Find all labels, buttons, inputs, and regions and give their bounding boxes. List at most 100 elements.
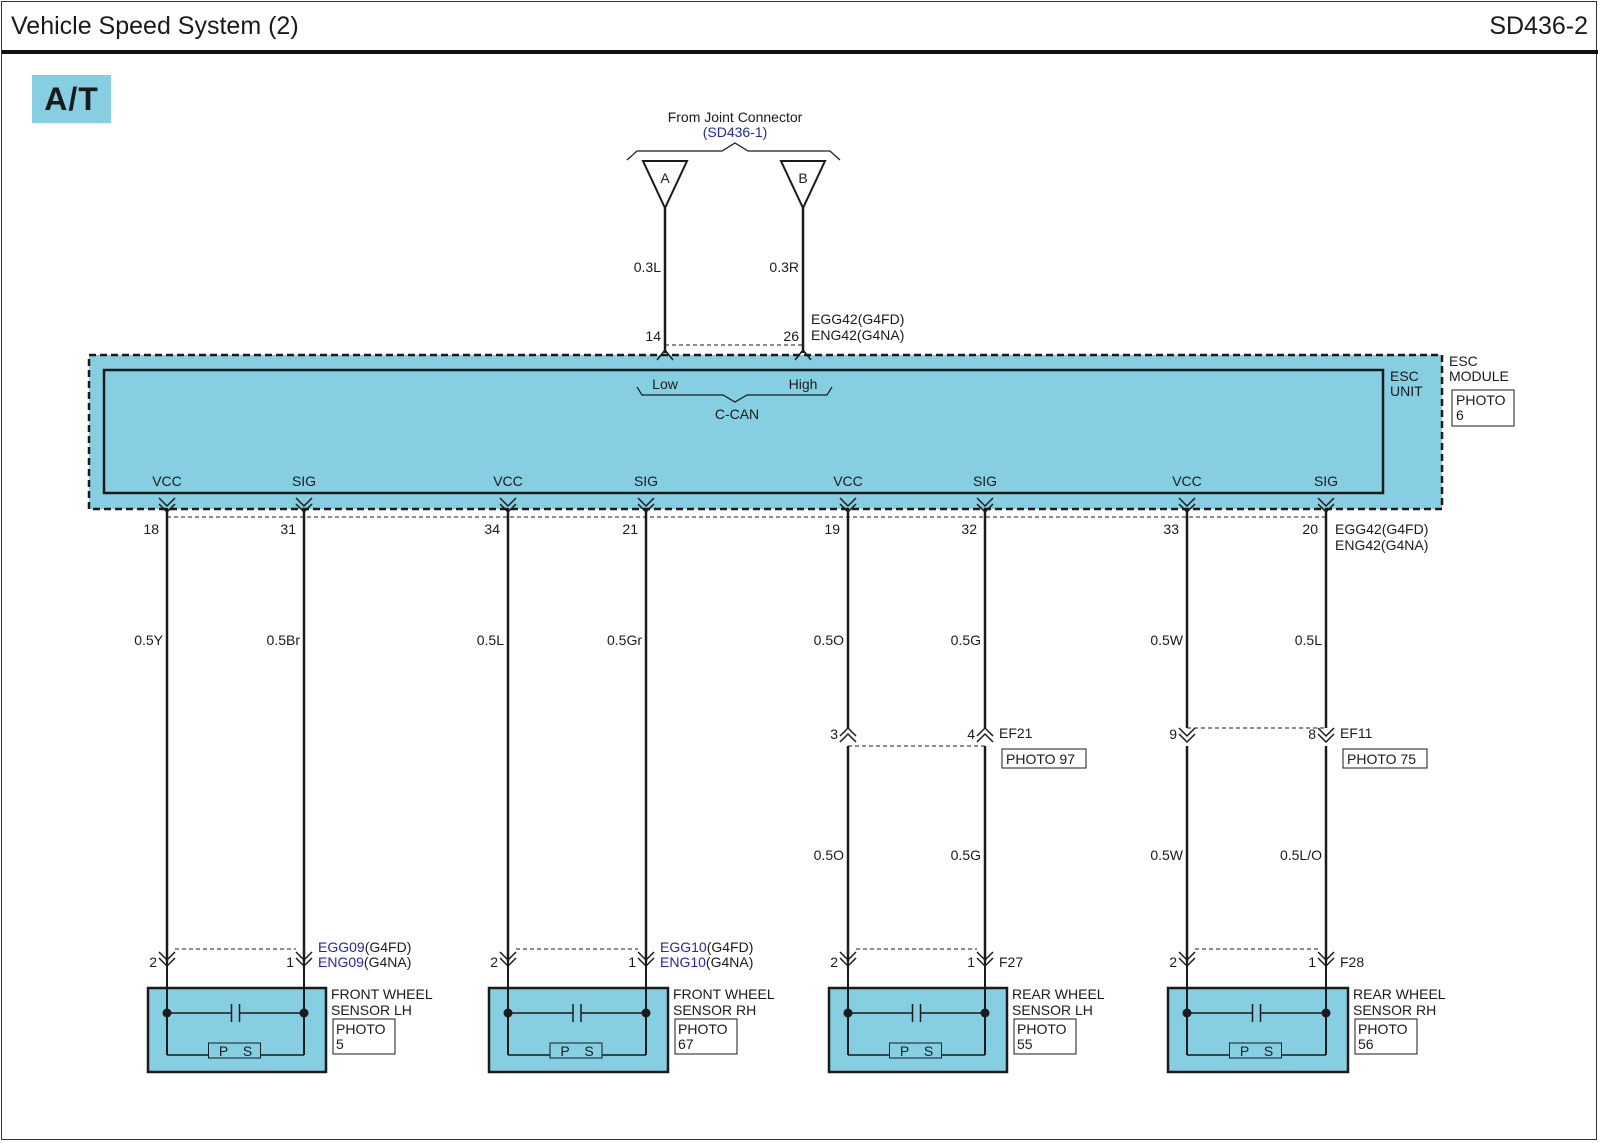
- esc-photo-box[interactable]: [1451, 389, 1515, 427]
- wire-color-label-2: 0.5L: [477, 632, 504, 648]
- inline-connector-arrow-6: [1178, 727, 1196, 744]
- sensor-connector-code1-0[interactable]: EGG09(G4FD): [318, 939, 411, 955]
- sensor-node-left-0: [162, 1008, 172, 1018]
- sensor-photo-label-3: PHOTO: [1358, 1021, 1408, 1037]
- transmission-tag: A/T: [32, 75, 111, 123]
- bottom-connector-code1-link[interactable]: EGG42: [1335, 521, 1382, 537]
- sensor-photo-label-2: PHOTO: [1017, 1021, 1067, 1037]
- sensor-node-left-1: [503, 1008, 513, 1018]
- sensor-ps-box-1: [549, 1042, 603, 1059]
- page-header: Vehicle Speed System (2) SD436-2: [2, 2, 1598, 54]
- joint-connector-label: From Joint Connector: [668, 109, 803, 125]
- inline-connector-photo-box-1[interactable]: [1342, 748, 1428, 769]
- sensor-node-right-0: [299, 1008, 309, 1018]
- sensor-connector-code-3[interactable]: F28: [1340, 954, 1364, 970]
- top-connector-code2-link[interactable]: ENG42: [811, 327, 857, 343]
- sensor-node-left-2: [843, 1008, 853, 1018]
- port-pin-5: 32: [961, 521, 977, 537]
- port-pin-1: 31: [280, 521, 296, 537]
- top-connector-code1-link[interactable]: EGG42: [811, 311, 858, 327]
- sensor-ps-box-2: [889, 1042, 942, 1059]
- joint-connector-ref-link[interactable]: (SD436-1): [703, 124, 768, 140]
- c-can-label: C-CAN: [715, 406, 759, 422]
- sensor-name-line1-3: REAR WHEEL: [1353, 986, 1446, 1002]
- sensor-ps-box-0: [208, 1042, 261, 1059]
- port-pin-2: 34: [484, 521, 500, 537]
- wiring-branches: VCC180.5YSIG310.5BrVCC340.5LSIG210.5GrVC…: [134, 473, 1446, 1074]
- top-connector-code1[interactable]: EGG42(G4FD): [811, 311, 904, 327]
- sensor-pin-left-2: 2: [830, 954, 838, 970]
- esc-unit-label-2: UNIT: [1390, 383, 1423, 399]
- sensor-box-0[interactable]: [146, 986, 328, 1074]
- wire-color-label-upper-5: 0.5G: [951, 632, 981, 648]
- port-label-6: VCC: [1172, 473, 1202, 489]
- can-high-wire-label: 0.3R: [769, 259, 799, 275]
- bottom-connector-code2-link[interactable]: ENG42: [1335, 537, 1381, 553]
- top-connector-code2[interactable]: ENG42(G4NA): [811, 327, 904, 343]
- sensor-photo-box-3[interactable]: [1354, 1018, 1418, 1055]
- sensor-photo-number-0: 5: [336, 1036, 344, 1052]
- sensor-connector-code2-link-0[interactable]: ENG09: [318, 954, 364, 970]
- can-high-pin: 26: [783, 328, 799, 344]
- inline-connector-code-1[interactable]: EF11: [1340, 725, 1373, 741]
- sensor-photo-number-1: 67: [678, 1036, 694, 1052]
- sensor-box-3[interactable]: [1166, 986, 1350, 1074]
- c-can-brace: [636, 386, 833, 403]
- sensor-s-label-1: S: [584, 1043, 593, 1059]
- wire-color-label-lower-4: 0.5O: [814, 847, 844, 863]
- bottom-connector-var1: (G4FD): [1382, 521, 1429, 537]
- sensor-connector-code2-0[interactable]: ENG09(G4NA): [318, 954, 411, 970]
- sensor-name-line2-0: SENSOR LH: [331, 1002, 412, 1018]
- sensor-pin-left-1: 2: [490, 954, 498, 970]
- port-label-2: VCC: [493, 473, 523, 489]
- wire-color-label-3: 0.5Gr: [607, 632, 642, 648]
- port-label-4: VCC: [833, 473, 863, 489]
- inline-connector-code-0[interactable]: EF21: [999, 725, 1033, 741]
- sensor-box-2[interactable]: [827, 986, 1009, 1074]
- inline-connector-arrow-4: [839, 726, 857, 743]
- top-connector-var1: (G4FD): [858, 311, 905, 327]
- sensor-connector-code-2[interactable]: F27: [999, 954, 1023, 970]
- sensor-connector-code1-link-0[interactable]: EGG09: [318, 939, 365, 955]
- inline-connector-photo-box-0[interactable]: [1001, 748, 1087, 769]
- sensor-photo-box-0[interactable]: [332, 1018, 396, 1055]
- inline-connector-photo-label-0: PHOTO 97: [1006, 751, 1075, 767]
- sensor-node-right-3: [1321, 1008, 1331, 1018]
- bottom-connector-var2: (G4NA): [1381, 537, 1428, 553]
- sensor-name-line1-1: FRONT WHEEL: [673, 986, 775, 1002]
- joint-a-triangle[interactable]: [641, 160, 689, 211]
- sensor-connector-code1-1[interactable]: EGG10(G4FD): [660, 939, 753, 955]
- sensor-connector-code2-1[interactable]: ENG10(G4NA): [660, 954, 753, 970]
- sensor-node-right-1: [641, 1008, 651, 1018]
- bottom-connector-code2[interactable]: ENG42(G4NA): [1335, 537, 1428, 553]
- sensor-p-label-0: P: [219, 1043, 228, 1059]
- sensor-box-1[interactable]: [487, 986, 670, 1074]
- sensor-photo-box-2[interactable]: [1013, 1018, 1077, 1055]
- sensor-name-line2-1: SENSOR RH: [673, 1002, 756, 1018]
- sensor-photo-box-1[interactable]: [674, 1018, 738, 1055]
- port-pin-3: 21: [622, 521, 638, 537]
- sensor-s-label-2: S: [924, 1043, 933, 1059]
- inline-pin-7: 8: [1308, 726, 1316, 742]
- sensor-photo-number-3: 56: [1358, 1036, 1374, 1052]
- esc-unit-box[interactable]: [102, 368, 1385, 495]
- sensor-connector-code1-link-1[interactable]: EGG10: [660, 939, 707, 955]
- port-pin-4: 19: [824, 521, 840, 537]
- port-label-0: VCC: [152, 473, 182, 489]
- joint-b-triangle[interactable]: [779, 160, 827, 211]
- can-low-wire-label: 0.3L: [634, 259, 661, 275]
- sensor-name-line1-0: FRONT WHEEL: [331, 986, 433, 1002]
- can-low-pin: 14: [645, 328, 661, 344]
- sensor-pin-right-2: 1: [967, 954, 975, 970]
- esc-photo-label: PHOTO: [1456, 392, 1506, 408]
- esc-unit-label-1: ESC: [1390, 368, 1419, 384]
- sensor-ps-box-3: [1229, 1042, 1282, 1059]
- inline-pin-6: 9: [1169, 726, 1177, 742]
- wire-color-label-0: 0.5Y: [134, 632, 163, 648]
- bottom-connector-code1[interactable]: EGG42(G4FD): [1335, 521, 1428, 537]
- sensor-connector-code2-link-1[interactable]: ENG10: [660, 954, 706, 970]
- sensor-photo-label-0: PHOTO: [336, 1021, 386, 1037]
- wire-color-label-lower-7: 0.5L/O: [1280, 847, 1322, 863]
- sensor-pin-right-0: 1: [286, 954, 294, 970]
